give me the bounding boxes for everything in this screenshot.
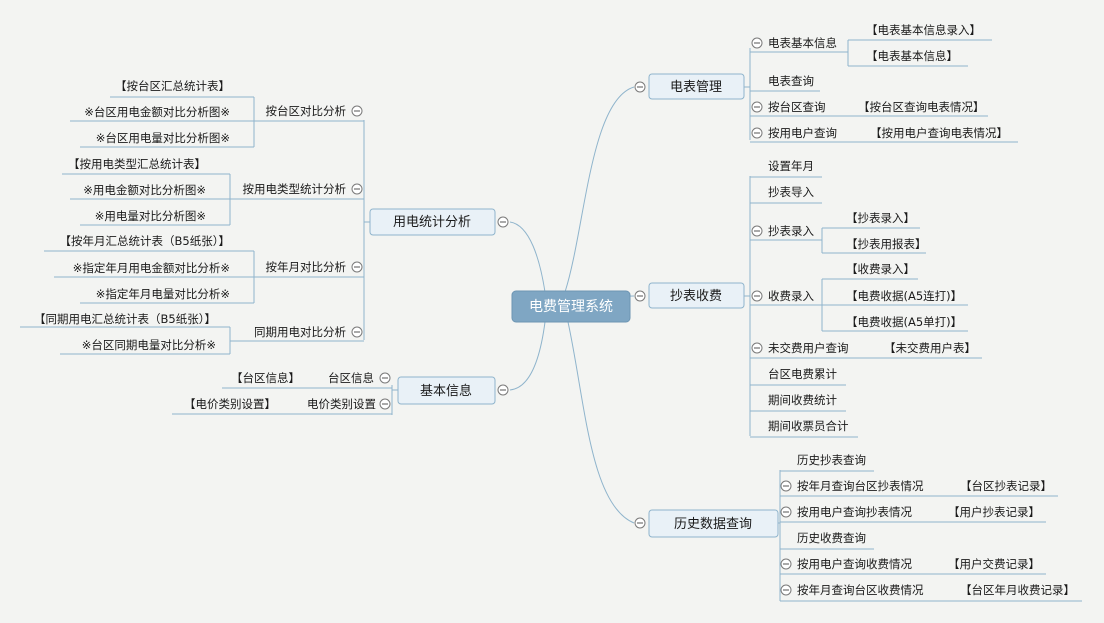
node-period-fee-stats[interactable]: 期间收费统计 bbox=[768, 393, 837, 407]
node-query-by-area[interactable]: 按台区查询 bbox=[768, 100, 826, 114]
root-node[interactable]: 电费管理系统 bbox=[511, 290, 631, 323]
collapse-toggle-icon[interactable] bbox=[780, 558, 792, 570]
branch-meter-management: 电表管理 电表基本信息 【电表基本信息录入】 【电表基本信息】 电表查询 按台区… bbox=[634, 23, 1018, 143]
leaf-area-summary-table[interactable]: 【按台区汇总统计表】 bbox=[115, 79, 230, 93]
collapse-toggle-icon[interactable] bbox=[497, 384, 509, 396]
collapse-toggle-icon[interactable] bbox=[351, 105, 363, 117]
node-fee-entry[interactable]: 收费录入 bbox=[768, 289, 814, 303]
node-area-fee-by-month[interactable]: 按年月查询台区收费情况 bbox=[797, 583, 924, 597]
collapse-toggle-icon[interactable] bbox=[351, 261, 363, 273]
node-query-by-user[interactable]: 按用电户查询 bbox=[768, 126, 837, 140]
collapse-toggle-icon[interactable] bbox=[780, 480, 792, 492]
leaf-area-usage-chart[interactable]: ※台区用电量对比分析图※ bbox=[96, 131, 230, 145]
collapse-toggle-icon[interactable] bbox=[379, 372, 391, 384]
leaf-receipt-a5-continuous[interactable]: 【电费收据(A5连打)】 bbox=[846, 289, 962, 303]
node-reading-import[interactable]: 抄表导入 bbox=[768, 185, 814, 199]
collapse-toggle-icon[interactable] bbox=[634, 81, 646, 93]
collapse-toggle-icon[interactable] bbox=[351, 183, 363, 195]
collapse-toggle-icon[interactable] bbox=[497, 216, 509, 228]
leaf-price-type-setting[interactable]: 【电价类别设置】 bbox=[184, 397, 276, 411]
leaf-same-period-table[interactable]: 【同期用电汇总统计表（B5纸张）】 bbox=[34, 312, 216, 326]
branch-reading-fee: 抄表收费 设置年月 抄表导入 抄表录入 【抄表录入】 【抄表用报表】 收费录入 … bbox=[634, 159, 982, 438]
node-area-reading-by-month[interactable]: 按年月查询台区抄表情况 bbox=[797, 479, 924, 493]
node-collector-total[interactable]: 期间收票员合计 bbox=[768, 419, 849, 433]
node-month-compare[interactable]: 按年月对比分析 bbox=[266, 260, 347, 274]
node-history-fee[interactable]: 历史收费查询 bbox=[797, 531, 866, 545]
branch-node-history[interactable]: 历史数据查询 bbox=[648, 509, 779, 538]
collapse-toggle-icon[interactable] bbox=[780, 584, 792, 596]
leaf-area-info[interactable]: 【台区信息】 bbox=[231, 371, 300, 385]
collapse-toggle-icon[interactable] bbox=[751, 127, 763, 139]
collapse-toggle-icon[interactable] bbox=[751, 101, 763, 113]
collapse-toggle-icon[interactable] bbox=[751, 290, 763, 302]
leaf-month-usage-analysis[interactable]: ※指定年月电量对比分析※ bbox=[96, 287, 230, 301]
node-reading-entry[interactable]: 抄表录入 bbox=[768, 224, 814, 238]
collapse-toggle-icon[interactable] bbox=[751, 342, 763, 354]
node-area-compare[interactable]: 按台区对比分析 bbox=[266, 104, 347, 118]
node-area-fee-total[interactable]: 台区电费累计 bbox=[768, 367, 837, 381]
branch-usage-stats: 用电统计分析 按台区对比分析 【按台区汇总统计表】 ※台区用电金额对比分析图※ … bbox=[20, 79, 509, 355]
node-set-month[interactable]: 设置年月 bbox=[768, 159, 814, 173]
leaf-user-reading-record[interactable]: 【用户抄表记录】 bbox=[948, 505, 1040, 519]
collapse-toggle-icon[interactable] bbox=[780, 506, 792, 518]
root-label: 电费管理系统 bbox=[529, 299, 613, 315]
node-same-period-compare[interactable]: 同期用电对比分析 bbox=[254, 325, 346, 339]
node-type-stats[interactable]: 按用电类型统计分析 bbox=[243, 182, 347, 196]
collapse-toggle-icon[interactable] bbox=[634, 290, 646, 302]
leaf-type-summary-table[interactable]: 【按用电类型汇总统计表】 bbox=[68, 157, 206, 171]
node-history-reading[interactable]: 历史抄表查询 bbox=[797, 453, 866, 467]
leaf-receipt-a5-single[interactable]: 【电费收据(A5单打)】 bbox=[846, 315, 962, 329]
node-price-type[interactable]: 电价类别设置 bbox=[307, 397, 376, 411]
collapse-toggle-icon[interactable] bbox=[634, 517, 646, 529]
collapse-toggle-icon[interactable] bbox=[751, 37, 763, 49]
node-user-reading[interactable]: 按用电户查询抄表情况 bbox=[797, 505, 912, 519]
leaf-type-amount-chart[interactable]: ※用电金额对比分析图※ bbox=[83, 183, 206, 197]
leaf-month-summary-table[interactable]: 【按年月汇总统计表（B5纸张）】 bbox=[60, 234, 230, 248]
branch-label: 用电统计分析 bbox=[393, 215, 471, 230]
branch-node-reading-fee[interactable]: 抄表收费 bbox=[648, 282, 745, 309]
leaf-reading-report[interactable]: 【抄表用报表】 bbox=[846, 237, 927, 251]
branch-history: 历史数据查询 历史抄表查询 按年月查询台区抄表情况 【台区抄表记录】 按用电户查… bbox=[634, 453, 1082, 602]
collapse-toggle-icon[interactable] bbox=[379, 398, 391, 410]
leaf-area-monthly-fee-record[interactable]: 【台区年月收费记录】 bbox=[960, 583, 1075, 597]
leaf-month-amount-analysis[interactable]: ※指定年月用电金额对比分析※ bbox=[73, 261, 230, 275]
node-meter-basic-info[interactable]: 电表基本信息 bbox=[768, 36, 837, 50]
node-area-info[interactable]: 台区信息 bbox=[328, 371, 374, 385]
node-meter-query[interactable]: 电表查询 bbox=[768, 74, 814, 88]
collapse-toggle-icon[interactable] bbox=[751, 225, 763, 237]
branch-label: 基本信息 bbox=[420, 383, 472, 399]
leaf-unpaid-table[interactable]: 【未交费用户表】 bbox=[884, 341, 976, 355]
leaf-type-usage-chart[interactable]: ※用电量对比分析图※ bbox=[95, 209, 206, 223]
leaf-same-period-analysis[interactable]: ※台区同期电量对比分析※ bbox=[82, 338, 216, 352]
branch-node-basic-info[interactable]: 基本信息 bbox=[397, 376, 496, 405]
collapse-toggle-icon[interactable] bbox=[351, 326, 363, 338]
branch-basic-info: 基本信息 台区信息 【台区信息】 电价类别设置 【电价类别设置】 bbox=[172, 371, 509, 415]
leaf-user-meter-status[interactable]: 【按用电户查询电表情况】 bbox=[870, 126, 1008, 140]
branch-label: 抄表收费 bbox=[670, 289, 722, 304]
leaf-reading-entry[interactable]: 【抄表录入】 bbox=[846, 211, 915, 225]
leaf-fee-entry[interactable]: 【收费录入】 bbox=[846, 262, 915, 276]
leaf-area-reading-record[interactable]: 【台区抄表记录】 bbox=[960, 479, 1052, 493]
leaf-meter-basic-entry[interactable]: 【电表基本信息录入】 bbox=[866, 23, 981, 37]
branch-node-meter-management[interactable]: 电表管理 bbox=[648, 73, 745, 100]
leaf-meter-basic-info[interactable]: 【电表基本信息】 bbox=[866, 49, 958, 63]
leaf-area-amount-chart[interactable]: ※台区用电金额对比分析图※ bbox=[84, 105, 230, 119]
leaf-user-payment-record[interactable]: 【用户交费记录】 bbox=[948, 557, 1040, 571]
node-user-fee[interactable]: 按用电户查询收费情况 bbox=[797, 557, 912, 571]
branch-label: 电表管理 bbox=[670, 80, 722, 95]
branch-node-usage-stats[interactable]: 用电统计分析 bbox=[369, 208, 496, 236]
node-unpaid-query[interactable]: 未交费用户查询 bbox=[768, 341, 849, 355]
leaf-area-meter-status[interactable]: 【按台区查询电表情况】 bbox=[858, 100, 985, 114]
branch-label: 历史数据查询 bbox=[674, 517, 752, 532]
